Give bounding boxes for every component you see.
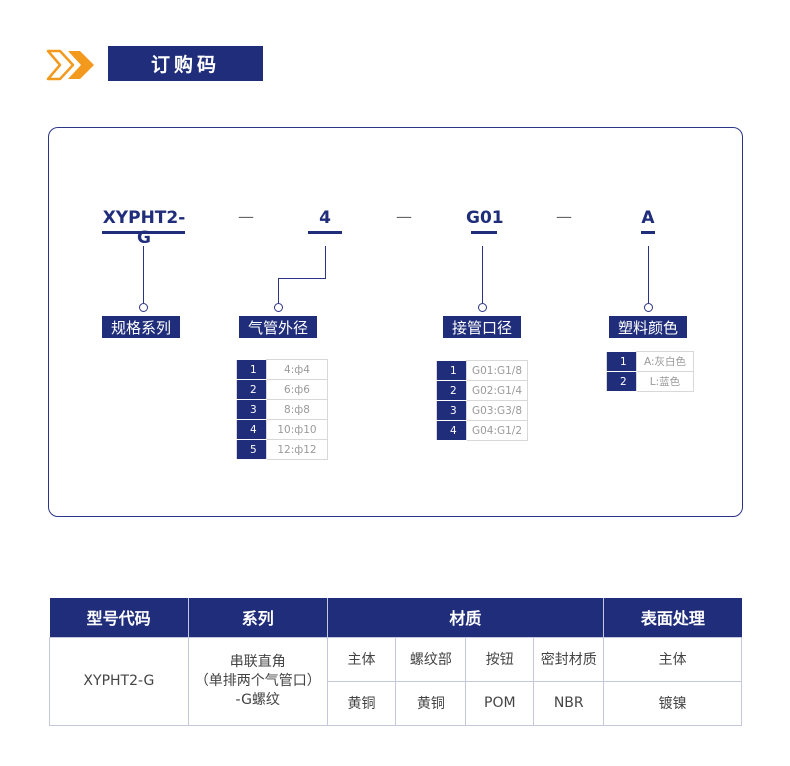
series-cell: 串联直角 （单排两个气管口） -G螺纹 [187, 636, 328, 726]
code-segment-port: G01 [466, 208, 504, 228]
order-code-panel [48, 127, 743, 517]
connector [143, 246, 144, 303]
option-value: 10:ф10 [266, 419, 328, 440]
connector-dot [139, 303, 148, 312]
code-segment-series: XYPHT2-G [102, 208, 186, 248]
connector-dot [478, 303, 487, 312]
table-row: 黄铜 黄铜 POM NBR 镀镍 [50, 680, 742, 726]
separator: — [556, 207, 572, 226]
material-value: 黄铜 [395, 680, 467, 726]
material-value: 黄铜 [326, 680, 397, 726]
option-value: G01:G1/8 [466, 360, 528, 381]
surface-value: 镀镍 [603, 680, 742, 726]
material-value: POM [465, 680, 535, 726]
series-line: -G螺纹 [235, 691, 280, 708]
underline [102, 231, 185, 234]
series-line: （单排两个气管口） [194, 672, 321, 689]
header-surface: 表面处理 [603, 598, 742, 637]
material-part: 密封材质 [533, 636, 605, 682]
surface-part: 主体 [603, 636, 742, 682]
option-value: G03:G3/8 [466, 400, 528, 421]
option-value: L:蓝色 [636, 371, 694, 392]
underline [471, 231, 497, 234]
connector [278, 278, 326, 279]
separator: — [238, 207, 254, 226]
connector [482, 246, 483, 303]
underline [308, 231, 342, 234]
spec-header-row: 型号代码 系列 材质 表面处理 [49, 598, 742, 637]
header-material: 材质 [327, 598, 605, 637]
material-part: 主体 [326, 636, 397, 682]
code-segment-diameter: 4 [319, 208, 331, 228]
section-title: 订购码 [108, 46, 263, 81]
material-part: 按钮 [465, 636, 535, 682]
option-number: 1 [436, 360, 467, 381]
spec-table: 型号代码 系列 材质 表面处理 XYPHT2-G 串联直角 （单排两个气管口） … [49, 598, 742, 726]
option-number: 1 [606, 351, 637, 372]
option-value: A:灰白色 [636, 351, 694, 372]
label-series: 规格系列 [102, 316, 180, 338]
material-value: NBR [533, 680, 605, 726]
option-value: G04:G1/2 [466, 420, 528, 441]
option-number: 2 [236, 379, 267, 400]
chevron-arrows-icon [46, 49, 94, 81]
header-model-code: 型号代码 [49, 598, 189, 637]
option-number: 1 [236, 359, 267, 380]
option-value: 8:ф8 [266, 399, 328, 420]
option-number: 4 [436, 420, 467, 441]
underline [641, 231, 655, 234]
option-value: 12:ф12 [266, 439, 328, 460]
separator: — [396, 207, 412, 226]
connector-dot [644, 303, 653, 312]
option-number: 3 [236, 399, 267, 420]
material-part: 螺纹部 [395, 636, 467, 682]
option-value: 6:ф6 [266, 379, 328, 400]
label-port: 接管口径 [443, 316, 521, 338]
option-number: 2 [606, 371, 637, 392]
option-number: 5 [236, 439, 267, 460]
option-value: G02:G1/4 [466, 380, 528, 401]
code-segment-color: A [641, 208, 655, 228]
connector-dot [274, 303, 283, 312]
connector [278, 278, 279, 303]
label-color: 塑料颜色 [609, 316, 687, 338]
series-line: 串联直角 [229, 653, 286, 670]
option-value: 4:ф4 [266, 359, 328, 380]
section-header: 订购码 [46, 46, 263, 82]
option-number: 4 [236, 419, 267, 440]
option-number: 3 [436, 400, 467, 421]
connector [648, 246, 649, 303]
header-series: 系列 [188, 598, 328, 637]
connector [325, 246, 326, 278]
table-row: XYPHT2-G 串联直角 （单排两个气管口） -G螺纹 主体 螺纹部 按钮 密… [49, 636, 742, 726]
model-code-cell: XYPHT2-G [49, 636, 189, 726]
label-tube-diameter: 气管外径 [239, 316, 317, 338]
option-number: 2 [436, 380, 467, 401]
